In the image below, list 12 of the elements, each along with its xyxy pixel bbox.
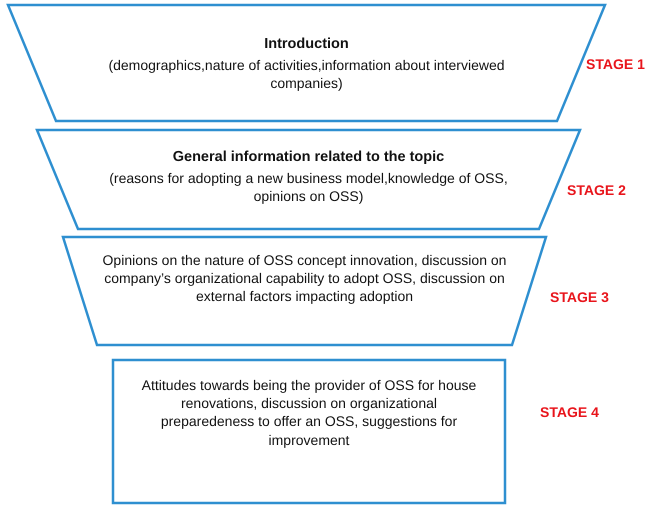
stage-description: (reasons for adopting a new business model,knowledge of OSS, opinions on OSS) <box>108 168 509 206</box>
stage-description: Attitudes towards being the provider of OSS for house renovations, discussion on organizational preparedeness to offer an OSS, suggestions for improvement <box>140 376 478 449</box>
stage-label: STAGE 1 <box>586 56 645 72</box>
stage-label: STAGE 3 <box>550 289 609 305</box>
trapezoid-stage-box <box>63 237 546 345</box>
stage-box <box>113 360 505 503</box>
stage-label: STAGE 4 <box>540 404 599 420</box>
stage-description: (demographics,nature of activities,information about interviewed companies) <box>107 56 506 92</box>
stage-label: STAGE 2 <box>567 182 626 198</box>
stage-heading: Introduction <box>263 35 350 54</box>
stage-description: Opinions on the nature of OSS concept innovation, discussion on company’s organizational capability to adopt OSS, discussion on external factors impacting adoption <box>102 251 508 306</box>
stage-heading: General information related to the topic <box>172 148 446 167</box>
